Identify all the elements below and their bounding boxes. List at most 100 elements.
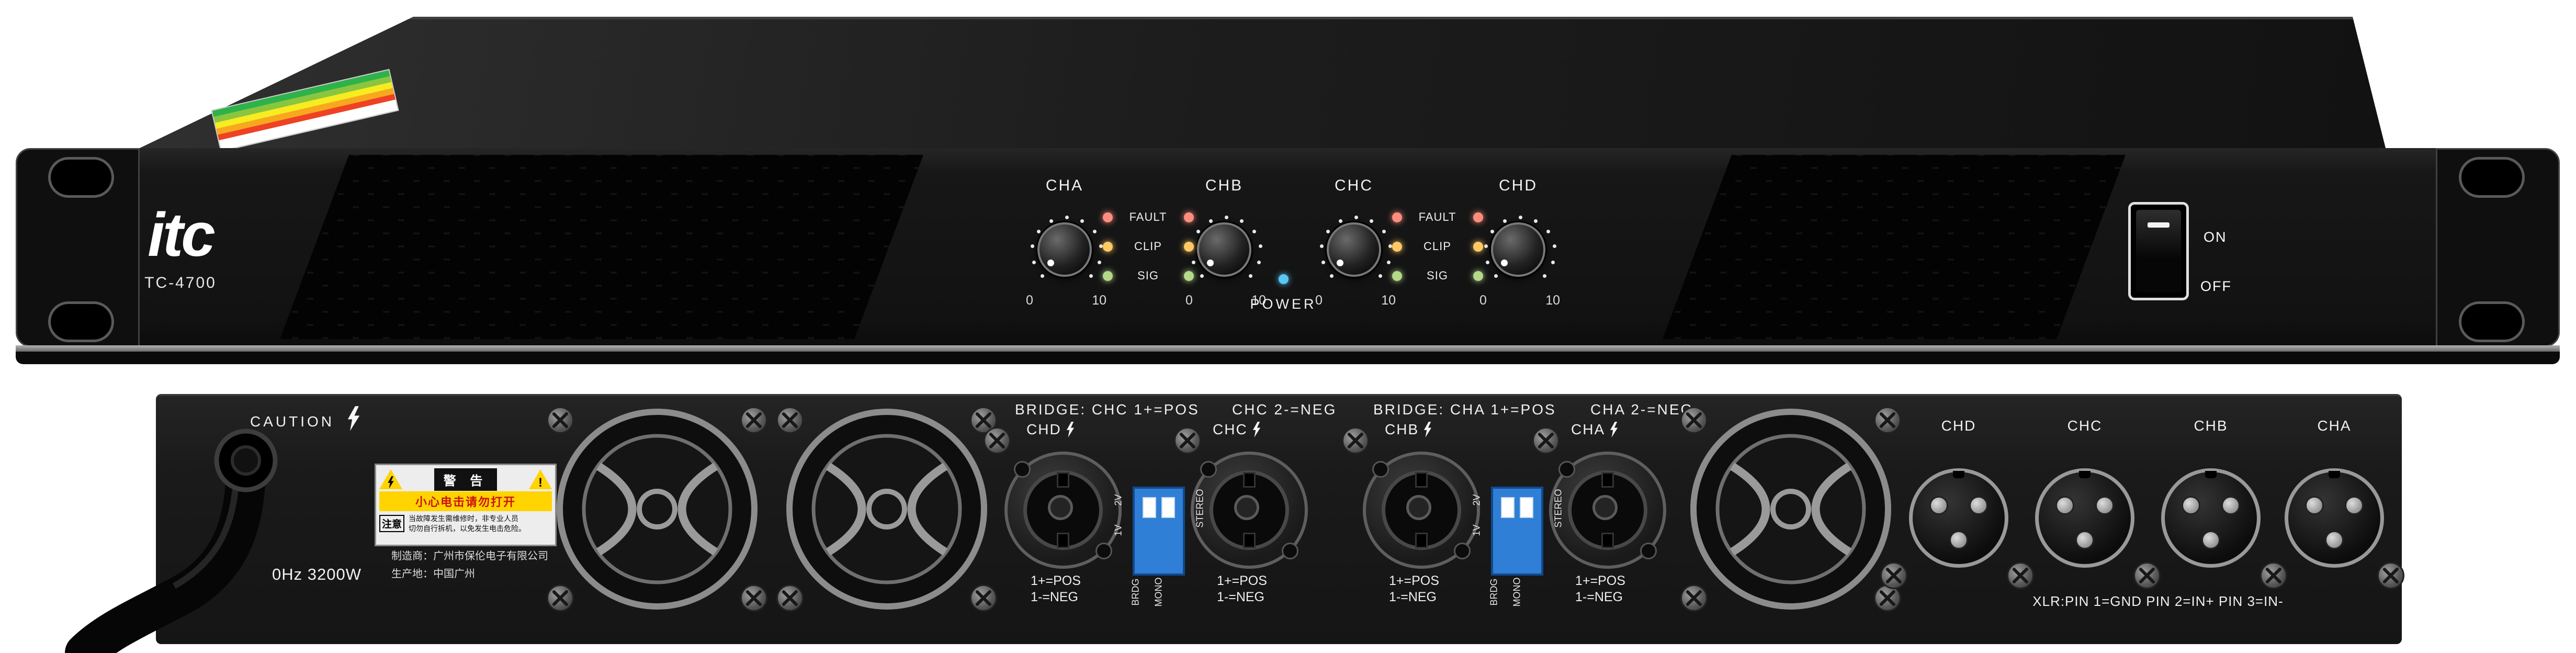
polarity-note: 1+=POS 1-=NEG <box>1031 573 1081 604</box>
xlr-pin <box>2201 531 2220 549</box>
speakon-channel-label-chc: CHC <box>1213 421 1261 438</box>
xlr-pin <box>1949 531 1968 549</box>
exclamation-triangle-icon <box>528 469 552 489</box>
ventilation-grille-left <box>280 155 923 339</box>
caution-label: CAUTION <box>250 413 334 430</box>
dip-label-mono: MONO <box>1511 577 1522 607</box>
clip-led <box>1183 241 1194 252</box>
xlr-label-chc: CHC <box>2067 418 2103 434</box>
manufacturer-line2: 生产地：中国广州 <box>391 568 475 580</box>
channel-section-chd: CHD 0 10 <box>1476 177 1560 316</box>
knob-tick-scale <box>1483 214 1558 289</box>
xlr-pin <box>2055 496 2074 515</box>
mode-dip-switch[interactable] <box>1491 487 1543 576</box>
indicator-cluster-chab: FAULT CLIP SIG <box>1102 210 1194 283</box>
dip-lever[interactable] <box>1501 497 1515 518</box>
screw-icon <box>1874 407 1901 434</box>
fault-led <box>1183 212 1194 222</box>
screw-icon <box>776 407 804 434</box>
speakon-hub <box>1234 495 1259 520</box>
power-switch-rocker[interactable] <box>2136 210 2181 292</box>
dip-lever[interactable] <box>1161 497 1175 518</box>
knob-tick-scale <box>1189 214 1264 289</box>
lightning-icon <box>347 406 360 431</box>
fault-label: FAULT <box>1129 210 1167 223</box>
screw-icon <box>776 584 804 612</box>
mode-dip-switch[interactable] <box>1133 487 1185 576</box>
dip-lever[interactable] <box>1520 497 1533 518</box>
xlr-pin <box>1929 496 1948 515</box>
knob-max-label: 10 <box>1092 293 1106 308</box>
knob-min-label: 0 <box>1479 293 1487 308</box>
polarity-note: 1+=POS 1-=NEG <box>1217 573 1267 604</box>
xlr-input-chd <box>1909 468 2008 568</box>
gain-knob-cha[interactable] <box>1031 215 1103 278</box>
gain-knob-chd[interactable] <box>1484 215 1556 278</box>
knob-tick-scale <box>1318 214 1394 289</box>
rack-mount-hole <box>48 157 114 198</box>
xlr-input-cha <box>2285 468 2384 568</box>
xlr-pin <box>2325 531 2344 549</box>
channel-section-cha: CHA 0 10 <box>1023 177 1106 316</box>
warning-label: 警 告 小心电击请勿打开 注意 当故障发生需维修时，非专业人员 切勿自行拆机，以… <box>375 464 557 546</box>
channel-label-cha: CHA <box>1045 177 1084 194</box>
switch-off-label: OFF <box>2200 278 2232 294</box>
channel-section-chb: CHB 0 10 <box>1182 177 1266 316</box>
manufacturer-line1: 制造商：广州市保伦电子有限公司 <box>391 550 548 562</box>
screw-icon <box>1342 427 1369 454</box>
knob-max-label: 10 <box>1381 293 1396 308</box>
xlr-label-cha: CHA <box>2317 418 2352 434</box>
power-led <box>1279 274 1289 284</box>
speakon-output-chd <box>1004 452 1122 569</box>
xlr-latch-notch <box>2205 471 2217 478</box>
screw-icon <box>2260 562 2287 589</box>
fault-led <box>1392 212 1402 222</box>
dip-lever[interactable] <box>1143 497 1156 518</box>
polarity-note: 1+=POS 1-=NEG <box>1575 573 1625 604</box>
dip-label-mono: MONO <box>1153 577 1164 607</box>
signal-label: SIG <box>1427 269 1448 282</box>
dip-label-stereo: STEREO <box>1553 489 1564 528</box>
screw-icon <box>1680 407 1708 434</box>
indicator-cluster-chcd: FAULT CLIP SIG <box>1392 210 1483 283</box>
screw-icon <box>1532 427 1560 454</box>
knob-pointer <box>1501 260 1508 266</box>
signal-led <box>1392 271 1402 281</box>
lightning-triangle-icon <box>379 469 402 489</box>
dip-label-brdg: BRDG <box>1488 578 1499 606</box>
lightning-icon <box>1066 422 1074 437</box>
output-group-chd-chc: BRIDGE: CHC 1+=POS CHC 2-=NEG CHD CHC 2V… <box>994 394 1407 644</box>
rack-mount-hole <box>48 301 114 342</box>
fault-label: FAULT <box>1418 210 1456 223</box>
speakon-channel-label-chb: CHB <box>1385 421 1432 438</box>
speakon-hub <box>1406 495 1431 520</box>
screw-icon <box>2377 562 2404 589</box>
clip-led <box>1392 241 1402 252</box>
lightning-icon <box>1424 422 1432 437</box>
screw-icon <box>547 407 574 434</box>
screw-icon <box>1680 584 1708 612</box>
gain-knob-chb[interactable] <box>1190 215 1262 278</box>
rack-mount-hole <box>2459 157 2525 198</box>
speakon-hub <box>1048 495 1073 520</box>
attention-label: 注意 <box>379 515 405 533</box>
speakon-channel-label-chd: CHD <box>1026 421 1075 438</box>
channel-label-chc: CHC <box>1335 177 1373 194</box>
speakon-channel-label-cha: CHA <box>1571 421 1619 438</box>
polarity-note: 1+=POS 1-=NEG <box>1389 573 1439 604</box>
chassis-base-trim <box>16 345 2560 352</box>
channel-section-chc: CHC 0 10 <box>1312 177 1396 316</box>
screw-icon <box>740 584 767 612</box>
warning-note-line2: 切勿自行拆机，以免发生电击危险。 <box>409 524 526 533</box>
gain-knob-chc[interactable] <box>1320 215 1392 278</box>
channel-label-chd: CHD <box>1499 177 1538 194</box>
knob-min-label: 0 <box>1026 293 1033 308</box>
power-switch[interactable] <box>2128 202 2189 300</box>
warning-danger-text: 小心电击请勿打开 <box>379 491 552 511</box>
power-spec: 0Hz 3200W <box>272 565 361 583</box>
xlr-pin <box>2095 496 2114 515</box>
model-number: TC-4700 <box>144 274 217 291</box>
screw-icon <box>1880 562 1907 589</box>
xlr-pin <box>2182 496 2200 515</box>
screw-icon <box>984 427 1011 454</box>
